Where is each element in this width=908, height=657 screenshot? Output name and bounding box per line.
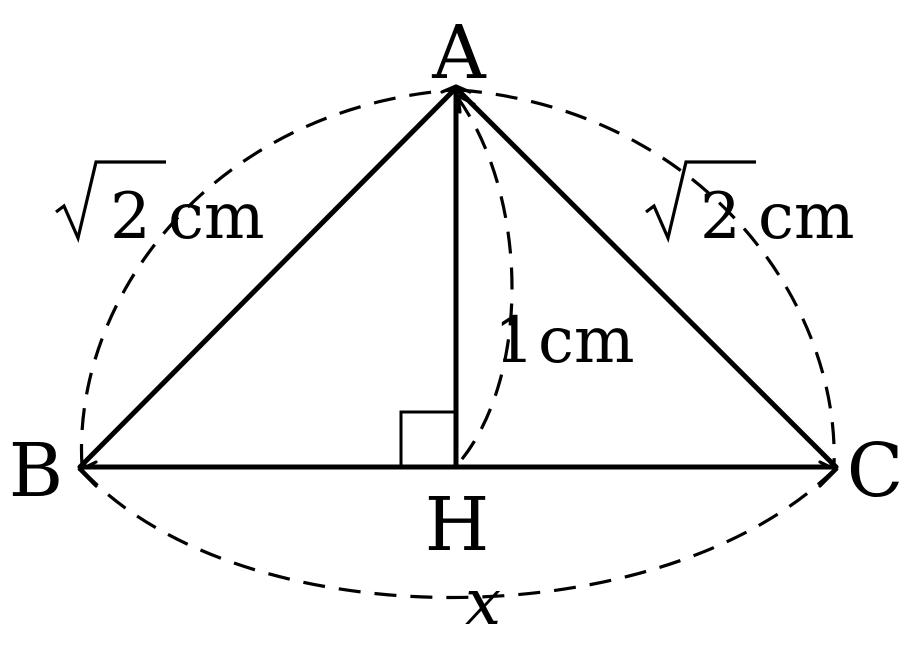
- point-label-b: B: [9, 428, 63, 514]
- side-ac: [453, 85, 839, 470]
- length-ah-number: 1: [494, 304, 535, 378]
- arc-ah: [456, 97, 514, 466]
- radical-sign-ac: [645, 160, 756, 244]
- radical-sign-ab: [55, 160, 166, 244]
- length-ac-number: 2: [700, 180, 741, 254]
- length-ab-number: 2: [110, 180, 151, 254]
- length-label-ah: 1 cm: [494, 304, 635, 378]
- length-ab-unit: cm: [168, 180, 265, 254]
- length-label-bc: x: [465, 566, 501, 640]
- arc-ab: [79, 88, 453, 467]
- arc-bc: [80, 468, 836, 600]
- length-label-ac: 2 cm: [645, 160, 855, 254]
- side-ab: [77, 85, 459, 470]
- point-label-a: A: [431, 10, 487, 96]
- length-ah-unit: cm: [538, 304, 635, 378]
- right-angle-marker: [399, 410, 456, 467]
- arc-ac: [459, 88, 836, 467]
- length-label-ab: 2 cm: [55, 160, 265, 254]
- point-label-h: H: [425, 482, 490, 568]
- point-label-c: C: [847, 428, 904, 514]
- length-ac-unit: cm: [758, 180, 855, 254]
